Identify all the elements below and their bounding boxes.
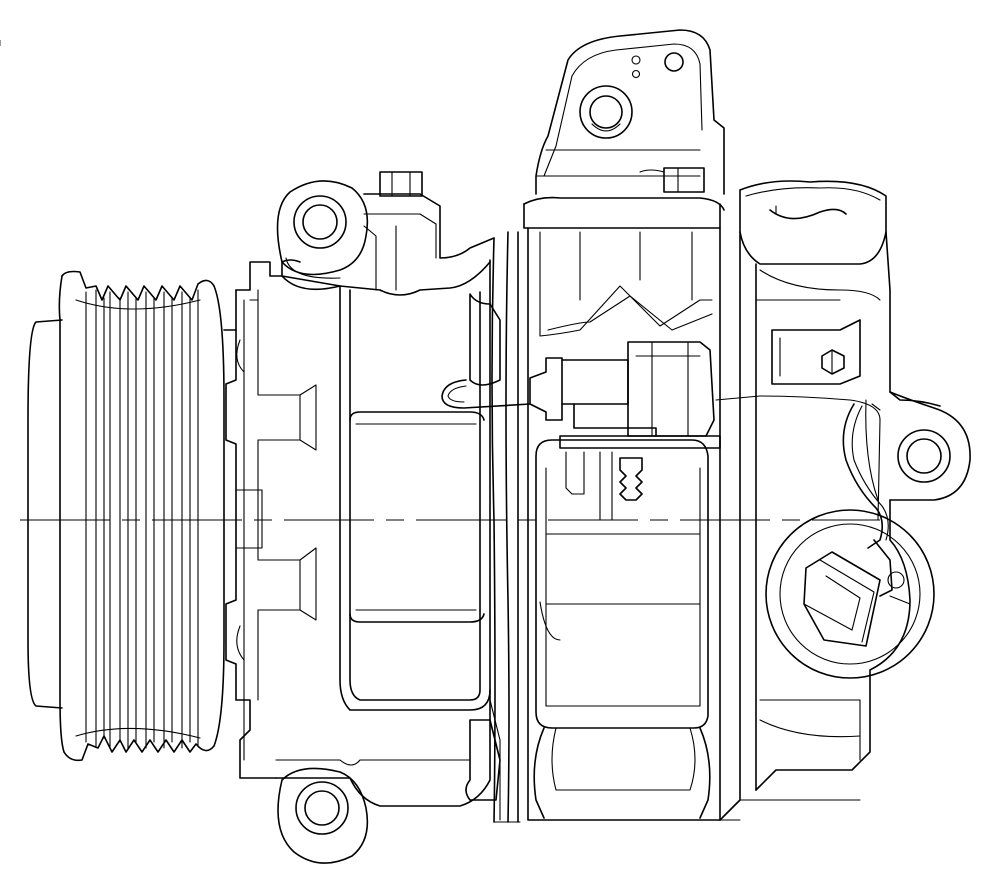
- center-seam: [465, 231, 521, 823]
- electrical-connector: [441, 341, 881, 521]
- housing-top-edge: [281, 261, 491, 296]
- housing-window-top: [349, 411, 485, 421]
- rear-pocket: [535, 439, 709, 729]
- bracket-bore-outer: [579, 85, 633, 139]
- rear-head-lower: [755, 499, 911, 791]
- top-ear-bore-outer: [293, 195, 347, 249]
- connector-base: [559, 435, 721, 449]
- rear-body-outline: [527, 227, 721, 821]
- switch-housing-outer: [765, 509, 935, 679]
- pulley-ridge-bottom: [63, 735, 215, 762]
- clutch-flange: [223, 261, 317, 779]
- bracket-hole: [664, 52, 684, 72]
- front-housing: [275, 193, 501, 821]
- bracket-small-hole: [631, 55, 641, 65]
- top-bracket: [535, 29, 725, 195]
- bottom-ear-bore-outer: [295, 781, 349, 835]
- bottom-mounting-ear: [277, 767, 369, 864]
- switch-connector: [803, 551, 881, 647]
- switch-wire: [842, 403, 884, 549]
- rear-top-band: [523, 203, 721, 229]
- top-mounting-ear: [276, 180, 369, 279]
- bracket-outline: [535, 29, 725, 195]
- flange-outline: [225, 329, 277, 779]
- housing-body: [281, 259, 491, 711]
- flange-pockets: [257, 289, 301, 701]
- rear-head: [719, 180, 971, 821]
- rear-head-pad: [771, 319, 861, 385]
- service-port-body: [739, 180, 887, 265]
- pulley-hub-plate: [27, 319, 63, 709]
- pulley-arc-bottom: [75, 727, 201, 739]
- pulley-grooves: [85, 289, 199, 749]
- pulley-front-face: [58, 275, 65, 753]
- wire-loop: [441, 379, 531, 409]
- right-lug-bore: [906, 438, 942, 474]
- connector-spring: [619, 457, 643, 501]
- flange-top-step: [235, 261, 283, 291]
- rear-head-right-edge: [885, 231, 941, 407]
- connector-plug: [529, 357, 563, 421]
- bracket-bolt: [663, 167, 705, 193]
- right-mounting-lug: [889, 391, 971, 501]
- top-bolt: [379, 171, 423, 197]
- right-lug-bore-outer: [897, 429, 951, 483]
- hex-bolt: [821, 349, 845, 375]
- housing-top-rib: [363, 193, 495, 259]
- housing-window-bottom: [349, 613, 485, 623]
- pulley-ridge-top: [61, 270, 215, 301]
- rear-body: [523, 196, 725, 821]
- housing-bottom-edge: [275, 689, 491, 807]
- pressure-switch: [765, 403, 935, 679]
- bottom-ear-bore: [304, 790, 340, 826]
- flange-boss: [235, 489, 263, 549]
- pulley: [27, 270, 225, 762]
- pulley-rear-edge: [213, 285, 225, 747]
- pulley-arc-top: [75, 299, 201, 310]
- top-ear-bore: [302, 204, 338, 240]
- bracket-bore: [589, 95, 623, 129]
- rear-top-contour: [539, 231, 713, 337]
